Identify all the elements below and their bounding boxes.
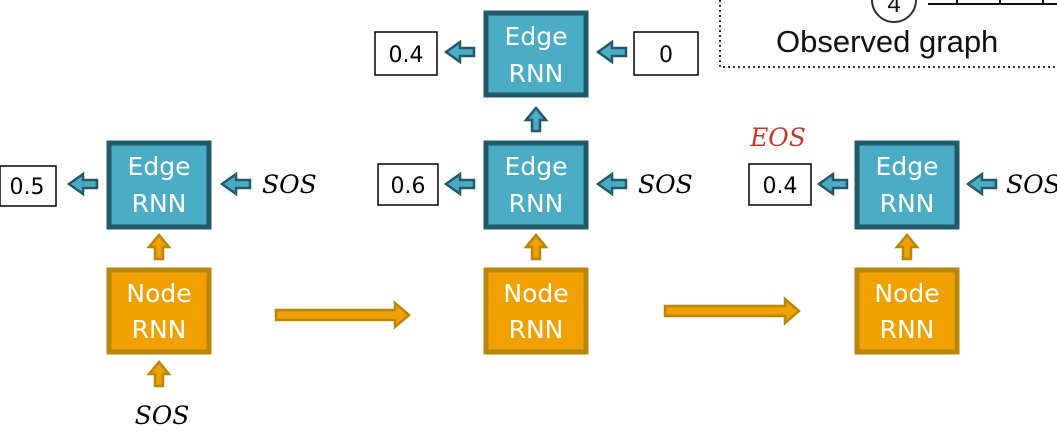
edge-rnn-label-bottom: RNN	[880, 189, 935, 218]
legend-number: 4	[887, 0, 900, 18]
node-rnn-label-bottom: RNN	[132, 315, 187, 344]
teal-arrow-left-icon	[816, 171, 849, 197]
edge-rnn-step2-bottom: Edge RNN	[483, 140, 589, 230]
value-label: 0.4	[763, 174, 798, 199]
gold-arrow-up-icon	[146, 233, 172, 261]
step-3: Edge RNN EOS 0.4 SOS Node RNN	[748, 123, 1057, 355]
value-box	[377, 163, 439, 206]
teal-arrow-left-icon	[595, 39, 628, 65]
edge-rnn-box	[483, 10, 589, 98]
edge-rnn-box	[483, 140, 589, 230]
edge-rnn-label-bottom: RNN	[509, 59, 564, 88]
node-rnn-box	[106, 267, 212, 355]
legend-label: Observed graph	[776, 24, 998, 59]
teal-arrow-left-icon	[66, 171, 99, 197]
value-box	[374, 31, 438, 76]
gold-arrow-up-icon	[894, 233, 920, 261]
legend-graph-ticks	[956, 0, 1044, 4]
value-label: 0.5	[10, 175, 45, 200]
teal-arrow-left-icon	[443, 39, 476, 65]
legend-dotted-border	[719, 0, 1057, 68]
node-rnn-label-bottom: RNN	[880, 315, 935, 344]
legend-number-circle	[871, 0, 917, 23]
sos-token: SOS	[135, 401, 190, 430]
value-box	[633, 31, 699, 76]
sos-token: SOS	[262, 170, 317, 199]
gold-arrow-right-icon	[663, 296, 801, 326]
node-rnn-box	[483, 267, 589, 355]
node-rnn-label-top: Node	[874, 279, 939, 308]
node-rnn-label-top: Node	[503, 279, 568, 308]
edge-rnn-step1: Edge RNN	[106, 140, 212, 230]
edge-rnn-label-bottom: RNN	[132, 189, 187, 218]
node-rnn-box	[854, 267, 960, 355]
edge-rnn-step2-top: Edge RNN	[483, 10, 589, 98]
gold-arrow-right-icon	[274, 300, 411, 330]
edge-rnn-label-top: Edge	[128, 152, 191, 181]
edge-rnn-box	[854, 140, 960, 230]
sos-token: SOS	[1006, 170, 1057, 199]
observed-graph-legend: 4 Observed graph	[719, 0, 1057, 68]
node-rnn-label-bottom: RNN	[509, 315, 564, 344]
edge-rnn-label-top: Edge	[505, 22, 568, 51]
gold-arrow-up-icon	[523, 233, 549, 261]
value-box	[0, 165, 57, 207]
sos-token: SOS	[638, 170, 693, 199]
teal-arrow-left-icon	[595, 171, 628, 197]
teal-arrow-up-icon	[523, 106, 549, 133]
edge-rnn-label-top: Edge	[505, 152, 568, 181]
edge-rnn-label-bottom: RNN	[509, 189, 564, 218]
teal-arrow-left-icon	[219, 171, 252, 197]
value-label: 0	[659, 43, 673, 68]
value-label: 0.6	[391, 174, 426, 199]
edge-rnn-box	[106, 140, 212, 230]
eos-token: EOS	[749, 123, 806, 152]
node-rnn-label-top: Node	[126, 279, 191, 308]
teal-arrow-left-icon	[443, 171, 476, 197]
teal-arrow-left-icon	[965, 171, 998, 197]
value-box	[748, 163, 812, 206]
node-rnn-step3: Node RNN	[854, 267, 960, 355]
edge-rnn-step3: Edge RNN	[854, 140, 960, 230]
step-1: Edge RNN Node RNN 0.5 SOS SOS	[0, 140, 317, 430]
step-2: Edge RNN 0.4 0 Edge RNN 0.6 SOS Node RNN	[374, 10, 699, 355]
gold-arrow-up-icon	[146, 360, 172, 388]
edge-rnn-label-top: Edge	[876, 152, 939, 181]
node-rnn-step2: Node RNN	[483, 267, 589, 355]
value-label: 0.4	[389, 43, 424, 68]
node-rnn-step1: Node RNN	[106, 267, 212, 355]
